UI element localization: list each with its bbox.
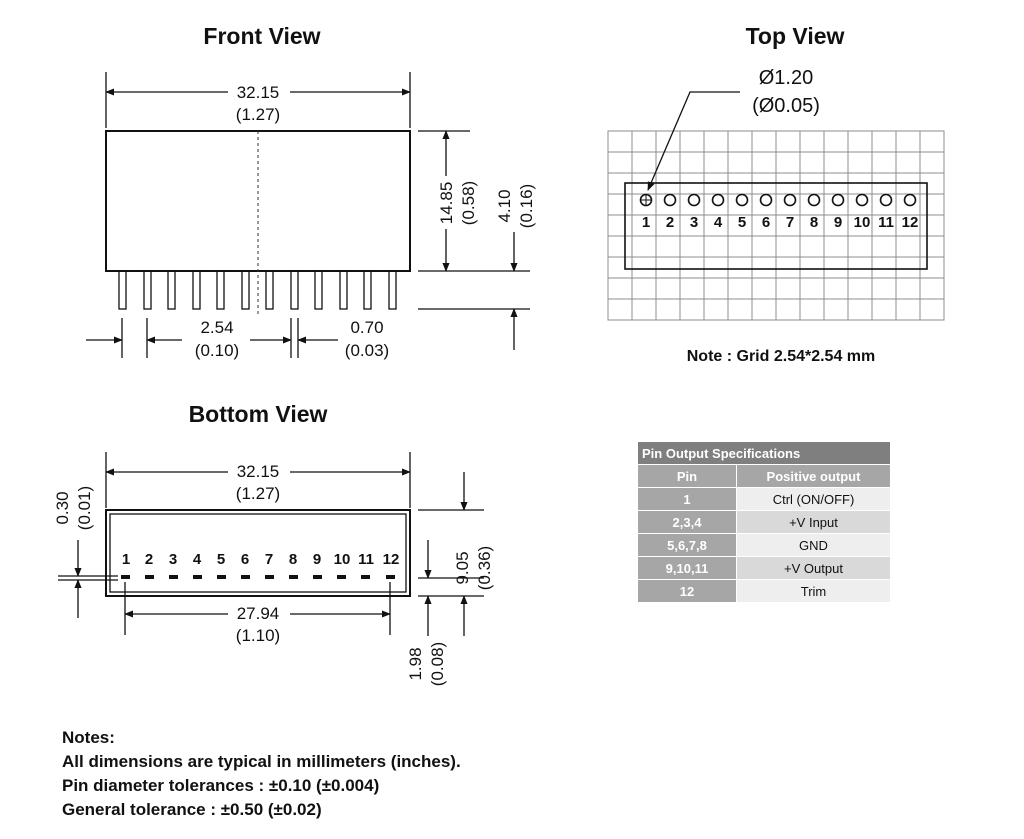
reference-grid <box>607 130 945 321</box>
notes-line: General tolerance : ±0.50 (±0.02) <box>62 800 322 819</box>
notes-block: Notes: All dimensions are typical in mil… <box>62 726 461 822</box>
top-pin-label: 3 <box>690 214 698 231</box>
top-pin-numbers: 1 2 3 4 5 6 7 8 9 10 11 12 <box>642 214 919 231</box>
pin-span-in: (1.10) <box>236 626 280 645</box>
top-pin-label: 6 <box>762 214 770 231</box>
pin-span-mm: 27.94 <box>237 604 280 623</box>
top-pin-label: 2 <box>666 214 674 231</box>
spec-function-cell: GND <box>736 533 891 557</box>
spec-function-cell: Ctrl (ON/OFF) <box>736 487 891 511</box>
bottom-pin-pads <box>121 575 395 579</box>
bottom-pin-label: 7 <box>265 551 273 568</box>
spec-pin-cell: 1 <box>637 487 737 511</box>
top-pin-label: 1 <box>642 214 650 231</box>
bottom-pin-label: 5 <box>217 551 225 568</box>
bottom-pin-label: 6 <box>241 551 249 568</box>
table-row: 9,10,11 +V Output <box>637 556 891 580</box>
top-pin-holes <box>639 193 917 207</box>
top-pin-label: 8 <box>810 214 818 231</box>
pitch-mm: 2.54 <box>200 318 233 337</box>
bottom-pin-numbers: 1 2 3 4 5 6 7 8 9 10 11 12 <box>122 551 400 568</box>
standoff-mm: 1.98 <box>406 647 425 680</box>
front-height-in: (0.58) <box>459 181 478 225</box>
front-length-in: (1.27) <box>236 105 280 124</box>
bottom-pin-label: 12 <box>383 551 400 568</box>
bottom-length-mm: 32.15 <box>237 462 280 481</box>
table-row: 12 Trim <box>637 579 891 603</box>
front-view: Front View 32.15 (1.27) <box>86 23 536 360</box>
spec-function-cell: +V Input <box>736 510 891 534</box>
notes-heading: Notes: <box>62 728 115 747</box>
spec-pin-cell: 9,10,11 <box>637 556 737 580</box>
spec-table-caption: Pin Output Specifications <box>637 441 891 465</box>
table-row: 1 Ctrl (ON/OFF) <box>637 487 891 511</box>
top-pin-label: 10 <box>854 214 871 231</box>
bottom-view: Bottom View 32.15 (1.27) 1 2 3 4 5 6 7 8… <box>53 401 494 686</box>
front-pinlen-in: (0.16) <box>517 184 536 228</box>
top-pin-label: 11 <box>878 214 894 231</box>
front-height-mm: 14.85 <box>437 182 456 225</box>
bottom-view-title: Bottom View <box>189 401 328 427</box>
module-body-bottom <box>105 509 411 597</box>
top-view: Top View Ø1.20 (Ø0.05) <box>607 23 945 365</box>
top-pin-label: 4 <box>714 214 723 231</box>
module-outline-top <box>624 182 928 270</box>
front-pins <box>118 270 397 310</box>
bottom-pin-label: 8 <box>289 551 297 568</box>
bottom-pin-label: 10 <box>334 551 351 568</box>
pin-width-in: (0.03) <box>345 341 389 360</box>
top-pin-label: 5 <box>738 214 746 231</box>
front-view-title: Front View <box>203 23 320 49</box>
spec-header-output: Positive output <box>736 464 891 488</box>
grid-note: Note : Grid 2.54*2.54 mm <box>687 348 876 365</box>
table-row: 2,3,4 +V Input <box>637 510 891 534</box>
pin-offset-mm: 0.30 <box>53 491 72 524</box>
pin-diameter-in: (Ø0.05) <box>752 95 820 117</box>
top-pin-label: 7 <box>786 214 794 231</box>
bottom-pin-label: 9 <box>313 551 321 568</box>
spec-pin-cell: 12 <box>637 579 737 603</box>
bottom-pin-label: 2 <box>145 551 153 568</box>
pin-spec-table: Pin Output Specifications Pin Positive o… <box>637 441 891 603</box>
bottom-height-mm: 9.05 <box>453 551 472 584</box>
pin-width-mm: 0.70 <box>350 318 383 337</box>
bottom-pin-label: 1 <box>122 551 130 568</box>
front-pinlen-mm: 4.10 <box>495 189 514 222</box>
spec-function-cell: Trim <box>736 579 891 603</box>
notes-line: All dimensions are typical in millimeter… <box>62 752 461 771</box>
pin-diameter-mm: Ø1.20 <box>759 67 813 89</box>
bottom-pin-label: 3 <box>169 551 177 568</box>
spec-pin-cell: 5,6,7,8 <box>637 533 737 557</box>
spec-function-cell: +V Output <box>736 556 891 580</box>
pin-offset-in: (0.01) <box>75 486 94 530</box>
bottom-height-in: (0.36) <box>475 546 494 590</box>
spec-header-pin: Pin <box>637 464 737 488</box>
notes-line: Pin diameter tolerances : ±0.10 (±0.004) <box>62 776 380 795</box>
front-length-mm: 32.15 <box>237 83 280 102</box>
bottom-length-in: (1.27) <box>236 484 280 503</box>
spec-pin-cell: 2,3,4 <box>637 510 737 534</box>
pitch-in: (0.10) <box>195 341 239 360</box>
top-pin-label: 9 <box>834 214 842 231</box>
bottom-pin-label: 11 <box>358 551 374 568</box>
top-view-title: Top View <box>746 23 845 49</box>
table-row: 5,6,7,8 GND <box>637 533 891 557</box>
bottom-pin-label: 4 <box>193 551 202 568</box>
top-pin-label: 12 <box>902 214 919 231</box>
standoff-in: (0.08) <box>428 642 447 686</box>
